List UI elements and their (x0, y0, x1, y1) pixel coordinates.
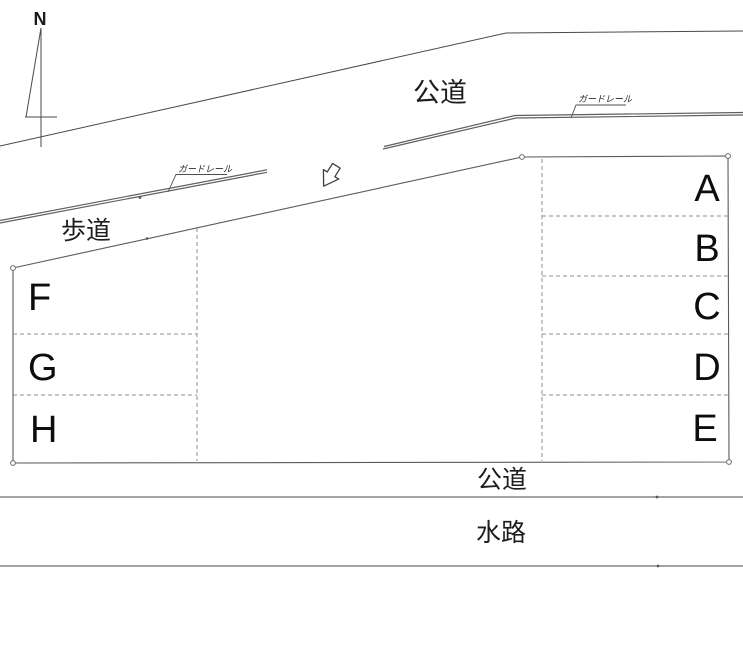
corner-marker-southwest (10, 460, 16, 466)
corner-marker-southeast (726, 459, 732, 465)
sidewalk-label: 歩道 (61, 217, 111, 245)
guardrail-left-label: ガードレール (178, 164, 233, 174)
guardrail-top-lower-line (382, 114, 743, 150)
plot-dividers (13, 159, 728, 461)
road-top-label: 公道 (413, 78, 467, 108)
road-top-north-edge-line (0, 30, 743, 147)
plot-label-d: D (693, 347, 720, 389)
plot-label-b: B (694, 228, 719, 270)
corner-marker-northeast (725, 153, 731, 159)
road-bottom-label: 公道 (477, 466, 527, 494)
guardrail-top-label: ガードレール (578, 94, 633, 104)
guardrail-left-leader-line (167, 174, 227, 193)
plot-label-c: C (693, 286, 720, 328)
corner-marker-top-middle (519, 154, 525, 160)
guardrail-left-survey-dot (138, 196, 142, 199)
plot-label-h: H (30, 409, 57, 451)
guardrail-left-callout: ガードレール (167, 164, 233, 193)
entrance-arrow-shape (322, 162, 341, 187)
guardrail-top (382, 111, 743, 150)
guardrail-top-upper-line (383, 111, 743, 148)
guardrail-left-lower-line (0, 171, 268, 224)
guardrail-top-leader-line (570, 104, 626, 119)
survey-corner-markers (10, 153, 732, 466)
parcel-top-survey-tick (145, 237, 149, 240)
north-arrow-slant (25, 27, 42, 118)
plot-label-g: G (28, 347, 58, 389)
waterway-label: 水路 (476, 519, 526, 547)
waterway: 水路 (0, 519, 743, 568)
parcel-outline (12, 155, 730, 464)
road-bottom: 公道 (0, 466, 743, 499)
plot-labels: A B C D E F G H (28, 168, 721, 451)
north-arrow: N (25, 9, 57, 147)
corner-marker-west (10, 265, 16, 271)
plot-label-a: A (694, 168, 720, 210)
guardrail-left-upper-line (0, 169, 268, 222)
entrance-arrow-icon (322, 162, 341, 187)
guardrail-left (0, 169, 268, 224)
plot-label-f: F (28, 277, 51, 319)
plot-label-e: E (692, 408, 717, 450)
waterway-survey-dot (656, 564, 660, 568)
north-arrow-label: N (34, 9, 47, 29)
guardrail-top-callout: ガードレール (570, 94, 633, 119)
road-bottom-survey-dot (655, 495, 659, 499)
